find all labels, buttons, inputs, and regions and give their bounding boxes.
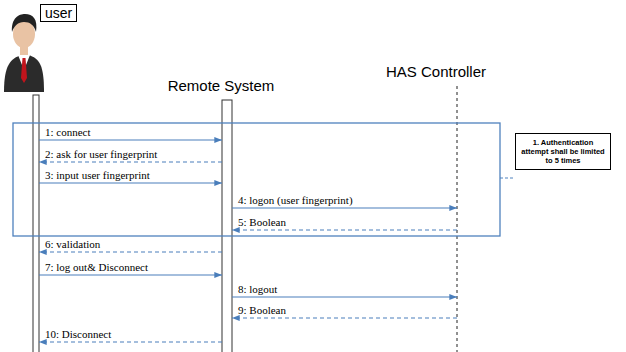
return-message xyxy=(39,341,222,342)
node-text: HAS Controller xyxy=(380,63,492,80)
tie xyxy=(21,58,27,83)
message-label: 9: Boolean xyxy=(238,304,286,316)
fragment-frame xyxy=(13,123,500,236)
actor-label: user xyxy=(40,4,77,22)
neck xyxy=(20,46,28,55)
message-label: 1: connect xyxy=(45,126,91,138)
message-arrow xyxy=(232,207,457,208)
message-arrow xyxy=(232,296,457,297)
lifeline xyxy=(457,86,458,352)
lifeline-head: HAS Controller xyxy=(380,63,492,80)
message-label: 2: ask for user fingerprint xyxy=(45,148,157,160)
return-message xyxy=(39,251,222,252)
suit xyxy=(4,55,44,92)
message-label: 8: logout xyxy=(238,283,277,295)
message-label: 3: input user fingerprint xyxy=(45,169,150,181)
note-box: 1. Authentication attempt shall be limit… xyxy=(515,133,611,170)
hair xyxy=(12,14,37,32)
node-text: 1. Authentication attempt shall be limit… xyxy=(520,138,606,165)
message-arrow xyxy=(39,139,222,140)
return-message xyxy=(232,317,457,318)
activation-bar xyxy=(222,100,232,352)
message-arrow xyxy=(39,182,222,183)
return-message xyxy=(232,229,457,230)
note-leader xyxy=(500,178,514,179)
message-label: 4: logon (user fingerprint) xyxy=(238,194,353,206)
message-label: 7: log out& Disconnect xyxy=(45,261,148,273)
message-label: 6: validation xyxy=(45,238,100,250)
user-icon xyxy=(4,14,44,92)
lifeline-head: Remote System xyxy=(150,77,292,94)
message-label: 10: Disconnect xyxy=(45,328,111,340)
message-label: 5: Boolean xyxy=(238,216,286,228)
node-text: user xyxy=(45,5,72,21)
node-text: Remote System xyxy=(150,77,292,94)
return-message xyxy=(39,161,222,162)
message-arrow xyxy=(39,274,222,275)
activation-bar xyxy=(33,95,39,352)
